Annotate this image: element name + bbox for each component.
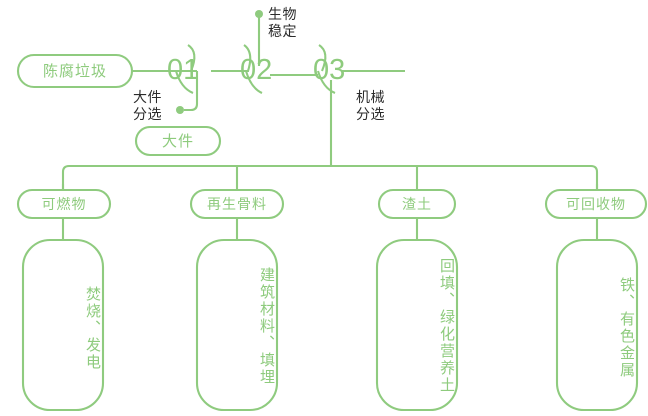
stage-process-label-03: 机械 分选 [356,89,385,122]
category-pill-label-2: 再生骨料 [207,196,267,212]
category-pill-label-1: 可燃物 [41,196,87,212]
stage-number-01: 01 [167,54,200,86]
arc-03-top [318,44,327,72]
outcome-box-1-shape [21,238,105,412]
category-pill-label-4: 可回收物 [566,196,626,212]
dot-bio-branch [255,10,263,18]
outcome-box-2-shape [195,238,279,412]
arc-02-bottom [244,70,263,94]
stage-number-02: 02 [240,54,273,86]
outcome-box-3-shape [375,238,459,412]
dot-bulky-branch [176,106,184,114]
stage-number-03: 03 [313,54,346,86]
outcome-box-4-shape [555,238,639,412]
outcome-text-3: 回填、绿化营养土 [438,258,455,394]
bulky-pill-label: 大件 [161,133,194,150]
outcome-text-4: 铁、有色金属 [618,277,635,379]
category-pill-label-3: 渣土 [402,196,432,212]
arc-01-bottom [174,70,194,94]
source-pill-label: 陈腐垃圾 [42,63,107,80]
line-01-branch [184,71,199,112]
arc-02-top [243,44,252,72]
stage-process-label-02: 生物 稳定 [268,6,297,39]
outcome-text-1: 焚烧、发电 [84,285,101,371]
outcome-text-2: 建筑材料、填埋 [258,266,275,386]
arc-01-top [187,44,196,72]
arc-03-bottom [316,70,336,94]
distribution-bar [61,164,599,190]
bulky-pill-shape [134,125,222,157]
stage-process-label-01: 大件 分选 [133,89,162,122]
